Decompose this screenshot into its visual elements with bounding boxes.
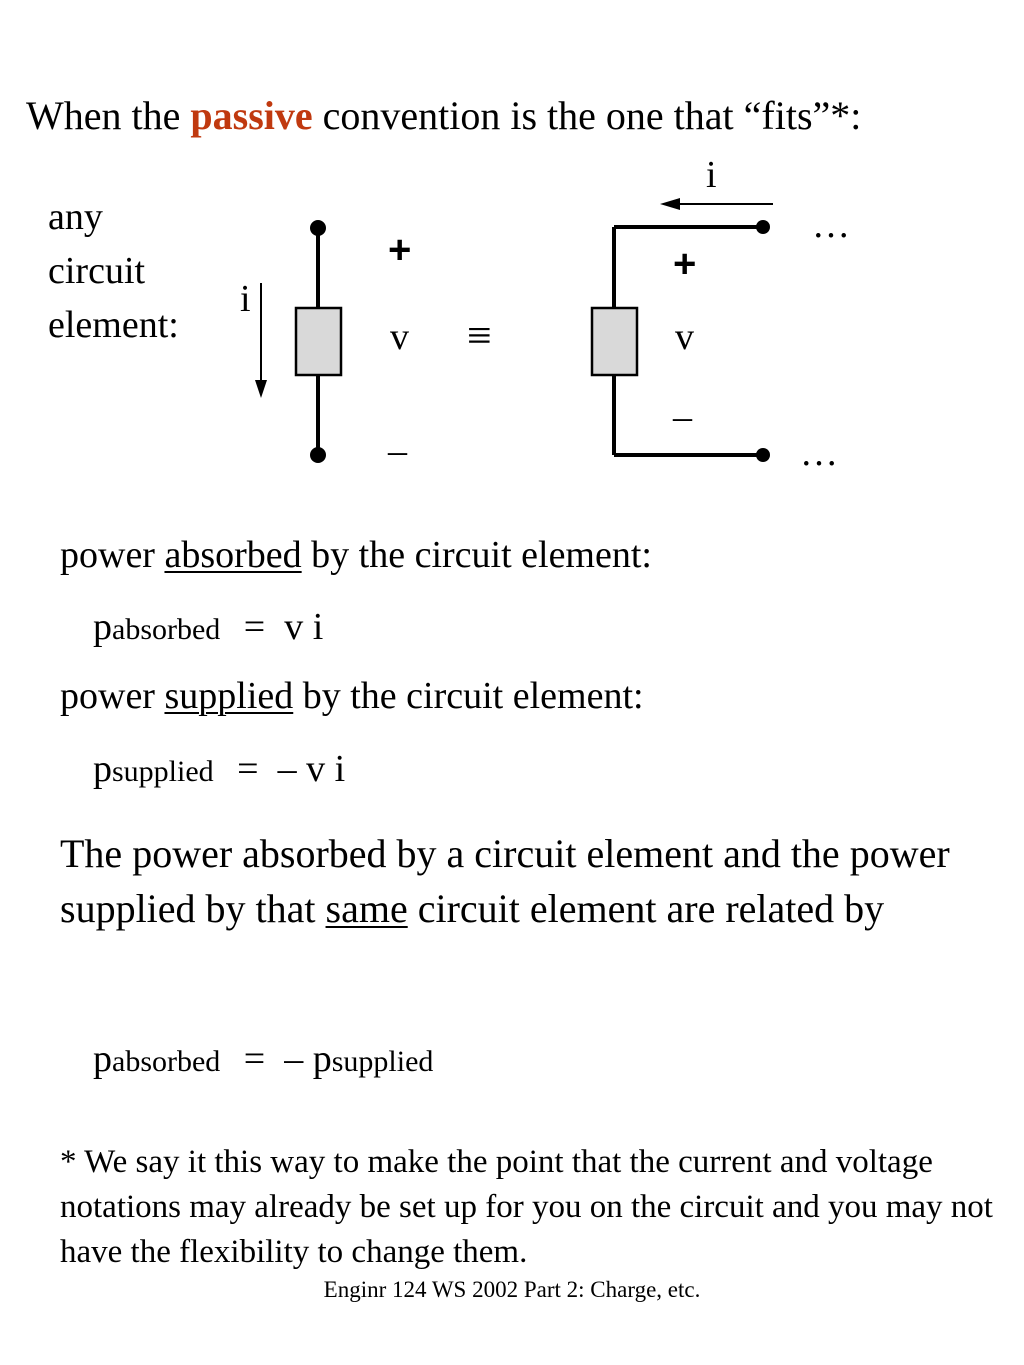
relation-eq-p2: p (312, 1038, 332, 1080)
left-circuit-element (294, 220, 343, 463)
relation-equation: pabsorbed = – psupplied (93, 1040, 433, 1078)
absorbed-statement-pre: power (60, 534, 165, 576)
supplied-statement-pre: power (60, 675, 165, 717)
absorbed-eq-rhs: = v i (243, 606, 324, 648)
element-label: any circuit element: (48, 190, 248, 352)
supplied-eq-rhs: = – v i (237, 748, 346, 790)
absorbed-underlined-word: absorbed (164, 534, 302, 576)
left-current-arrow (255, 283, 267, 398)
title-prefix: When the (26, 93, 191, 138)
supplied-statement: power supplied by the circuit element: (60, 677, 644, 715)
right-current-arrowhead (660, 198, 680, 210)
absorbed-eq-p: p (93, 606, 112, 648)
relation-eq-mid: = – (243, 1038, 313, 1080)
element-label-line3: element: (48, 304, 179, 346)
right-current-label: i (706, 154, 717, 196)
right-plus-sign: + (673, 242, 697, 286)
relation-eq-subscript2: supplied (331, 1045, 434, 1078)
right-circuit-element (590, 220, 770, 462)
right-voltage-label: v (675, 316, 694, 358)
relation-paragraph: The power absorbed by a circuit element … (60, 826, 990, 936)
left-current-arrowhead (255, 380, 267, 398)
left-voltage-label: v (390, 316, 409, 358)
bottom-continuation-ellipsis: … (800, 432, 838, 474)
left-element-box (294, 306, 343, 377)
element-label-line2: circuit (48, 250, 146, 292)
title-accent-passive: passive (190, 93, 313, 138)
element-label-line1: any (48, 196, 103, 238)
right-element-box (590, 306, 639, 377)
left-current-label: i (240, 278, 251, 320)
title-suffix: convention is the one that “fits”*: (312, 93, 862, 138)
relation-pre: The power absorbed by a circuit element … (60, 831, 950, 931)
relation-eq-subscript1: absorbed (112, 1045, 221, 1078)
equivalence-symbol: ≡ (467, 311, 492, 360)
page-title: When the passive convention is the one t… (26, 96, 861, 136)
left-top-terminal (310, 220, 326, 236)
supplied-equation: psupplied = – v i (93, 750, 345, 788)
relation-post: circuit element are related by (407, 886, 885, 931)
relation-underlined-word: same (325, 886, 408, 931)
relation-eq-p1: p (93, 1038, 112, 1080)
absorbed-equation: pabsorbed = v i (93, 608, 323, 646)
left-minus-sign: – (388, 430, 407, 472)
supplied-eq-subscript: supplied (112, 755, 214, 788)
left-plus-sign: + (388, 228, 412, 272)
right-minus-sign: – (673, 396, 692, 438)
absorbed-eq-subscript: absorbed (112, 613, 221, 646)
footnote: * We say it this way to make the point t… (60, 1144, 993, 1270)
top-continuation-ellipsis: … (812, 204, 850, 246)
right-top-terminal (756, 220, 770, 234)
right-current-arrow (660, 198, 773, 210)
supplied-eq-p: p (93, 748, 112, 790)
left-bottom-terminal (310, 447, 326, 463)
absorbed-statement: power absorbed by the circuit element: (60, 536, 652, 574)
slide-footer: Enginr 124 WS 2002 Part 2: Charge, etc. (323, 1277, 701, 1302)
supplied-statement-post: by the circuit element: (293, 675, 644, 717)
supplied-underlined-word: supplied (164, 675, 294, 717)
absorbed-statement-post: by the circuit element: (301, 534, 652, 576)
right-bottom-terminal (756, 448, 770, 462)
